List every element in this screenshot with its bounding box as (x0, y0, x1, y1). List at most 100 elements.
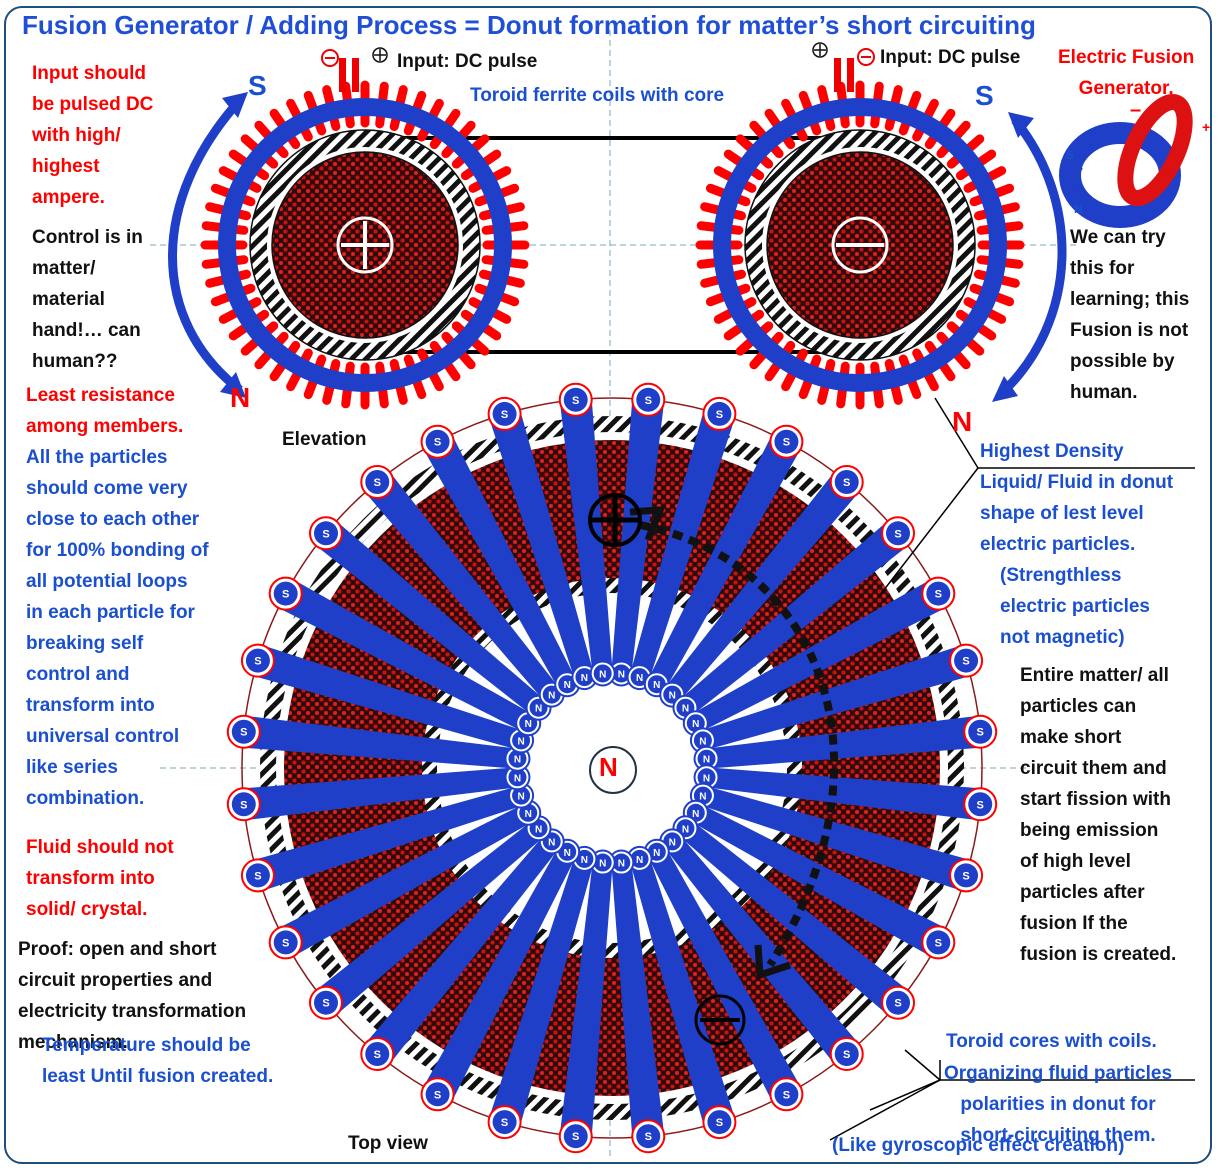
plus-symbol-bottom (588, 493, 642, 547)
s-pole-label: S (843, 477, 850, 489)
magnet-spoke (253, 645, 524, 750)
n-pole-label: N (703, 755, 710, 766)
s-pole-label: S (501, 1117, 508, 1129)
s-pole-cap (636, 387, 661, 412)
n-pole-cap (593, 664, 612, 683)
s-pole-label: S (434, 437, 441, 449)
center-n-label: N (599, 752, 618, 782)
toroid-cores-text: Toroid cores with coils. (946, 1031, 1157, 1052)
minus-symbol-bottom (694, 994, 746, 1046)
cores-callout-2 (869, 1079, 941, 1111)
s-pole-cap (245, 863, 270, 888)
input-label-right: Input: DC pulse (880, 47, 1021, 68)
generator-icon (1059, 93, 1193, 228)
n-pole-label: N (699, 792, 706, 803)
s-pole-cap (834, 469, 859, 494)
n-pole-label: N (669, 691, 676, 702)
n-pole-cap (575, 668, 594, 687)
n-pole-label: N (548, 691, 555, 702)
magnet-spoke (700, 786, 971, 891)
s-pole-cap (245, 648, 270, 673)
s-pole-cap (636, 1124, 661, 1149)
density-callout-line-2 (879, 467, 979, 596)
n-pole-label: N (581, 855, 588, 866)
right-n-pole: N (952, 406, 973, 437)
right-input-leads (812, 42, 875, 92)
n-pole-label: N (682, 824, 689, 835)
s-pole-cap (774, 429, 799, 454)
toroid-core-ring (713, 98, 1007, 392)
n-pole-label: N (618, 859, 625, 870)
magnet-spoke (700, 645, 971, 750)
n-pole-cap (693, 731, 712, 750)
s-pole-label: S (783, 1089, 790, 1101)
n-pole-label: N (517, 792, 524, 803)
magnet-spoke (705, 767, 982, 821)
n-pole-label: N (653, 848, 660, 859)
s-pole-cap (954, 648, 979, 673)
magnet-spoke (559, 861, 613, 1138)
magnet-spoke (691, 579, 946, 733)
n-pole-label: N (692, 809, 699, 820)
gyroscopic-text: (Like gyroscopic effect creation) (832, 1135, 1125, 1156)
s-pole-cap (707, 401, 732, 426)
control-text: Control is in matter/ material hand!… ca… (32, 227, 143, 372)
s-pole-label: S (962, 870, 969, 882)
magnet-spoke (278, 579, 533, 733)
n-pole-cap (630, 849, 649, 868)
n-pole-cap (508, 749, 527, 768)
generator-minus: – (1130, 99, 1142, 121)
magnet-spoke (278, 803, 533, 957)
s-pole-cap (707, 1110, 732, 1135)
s-pole-label: S (977, 799, 984, 811)
n-pole-label: N (636, 673, 643, 684)
s-pole-label: S (894, 528, 901, 540)
generator-n-label: N (1074, 202, 1083, 216)
right-s-pole: S (975, 80, 994, 111)
magnet-spoke (423, 434, 577, 689)
s-pole-label: S (894, 998, 901, 1010)
magnet-spoke (489, 409, 594, 680)
s-pole-label: S (374, 477, 381, 489)
s-pole-label: S (240, 727, 247, 739)
magnet-spoke (364, 471, 560, 701)
s-pole-label: S (716, 1117, 723, 1129)
n-pole-label: N (599, 669, 606, 680)
magnet-spoke (423, 847, 577, 1102)
n-pole-cap (697, 749, 716, 768)
n-pole-label: N (564, 848, 571, 859)
page-title: Fusion Generator / Adding Process = Donu… (22, 10, 1036, 40)
strengthless-text: (Strengthless electric particles not mag… (1000, 565, 1150, 648)
s-pole-label: S (434, 1089, 441, 1101)
temperature-text: Temperature should be least Until fusion… (42, 1035, 274, 1087)
s-pole-cap (563, 387, 588, 412)
s-pole-label: S (254, 656, 261, 668)
s-pole-cap (886, 521, 911, 546)
s-pole-cap (926, 930, 951, 955)
s-pole-label: S (783, 437, 790, 449)
s-pole-cap (273, 930, 298, 955)
right-arrow-head-bottom (992, 376, 1018, 402)
s-pole-cap (834, 1042, 859, 1067)
n-pole-cap (593, 853, 612, 872)
s-pole-cap (231, 792, 256, 817)
s-pole-label: S (282, 937, 289, 949)
s-pole-cap (563, 1124, 588, 1149)
input-requirement-text: Input should be pulsed DC with high/ hig… (32, 63, 154, 208)
magnet-spoke (364, 835, 560, 1065)
s-pole-cap (968, 719, 993, 744)
s-pole-label: S (254, 870, 261, 882)
s-pole-cap (774, 1082, 799, 1107)
s-pole-cap (886, 990, 911, 1015)
left-n-pole: N (230, 382, 251, 413)
n-pole-label: N (525, 809, 532, 820)
n-pole-label: N (525, 719, 532, 730)
s-pole-cap (231, 719, 256, 744)
s-pole-cap (365, 1042, 390, 1067)
s-pole-label: S (572, 1131, 579, 1143)
magnet-spoke (315, 520, 545, 716)
s-pole-label: S (240, 799, 247, 811)
s-pole-cap (273, 581, 298, 606)
s-pole-label: S (843, 1049, 850, 1061)
magnet-spoke (630, 856, 735, 1127)
